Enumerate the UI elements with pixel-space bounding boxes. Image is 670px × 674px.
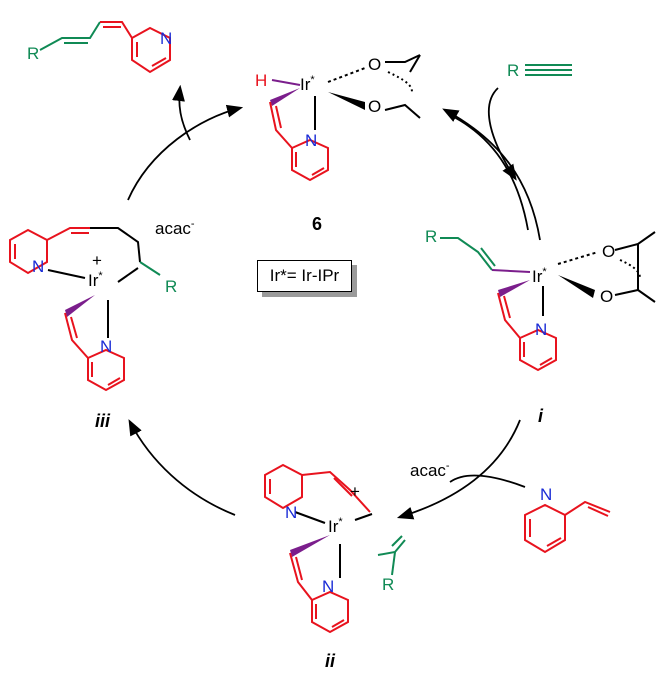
compound-6-O-top: O <box>368 55 382 74</box>
compound-i-structure <box>440 231 656 372</box>
compound-iii-R: R <box>165 277 178 296</box>
alkyne-R-label: R <box>507 61 520 80</box>
arrow-ii-to-iii <box>128 419 236 516</box>
compound-ii-structure <box>264 463 406 634</box>
product-R-chain <box>39 21 101 51</box>
alkyne-reagent <box>525 64 572 76</box>
compound-ii-label: ii <box>325 651 336 671</box>
arrow-alkyne-into-6i <box>487 87 517 181</box>
pyridine-iii-top <box>9 228 48 275</box>
compound-iii-charge: + <box>92 251 102 270</box>
compound-ii-charge: + <box>350 482 360 501</box>
compound-ii-R: R <box>382 575 395 594</box>
pyridine-ii-top <box>264 463 303 510</box>
compound-iii-label: iii <box>95 411 111 431</box>
pyridine-6 <box>291 138 329 182</box>
catalyst-definition-box: Ir*= Ir-IPr <box>257 260 352 292</box>
compound-ii-N-top: N <box>285 503 298 522</box>
arrow-vinylpyridine-in <box>449 474 526 488</box>
product-diene-red <box>100 21 133 39</box>
compound-iii-N-bottom: N <box>100 337 113 356</box>
compound-i-label: i <box>538 406 544 426</box>
compound-iii-structure <box>9 227 161 392</box>
arrow-i-to-ii <box>396 419 521 520</box>
compound-6-metal: Ir* <box>300 74 315 94</box>
product-pyridine-ring <box>131 26 171 74</box>
pyridine-i <box>519 328 557 372</box>
compound-6-label: 6 <box>312 214 323 234</box>
compound-ii-N-bottom: N <box>322 577 335 596</box>
vinyl-wedge <box>270 88 300 106</box>
compound-6-N: N <box>305 131 318 150</box>
arrow-iii-to-6 <box>127 104 244 201</box>
vinylpyridine-reagent <box>524 500 611 554</box>
hydride-bond <box>271 79 301 86</box>
compound-i-O-top: O <box>602 242 616 261</box>
compound-i-N: N <box>535 320 548 339</box>
compound-6-hydride: H <box>255 71 268 90</box>
product-N-label: N <box>160 29 173 48</box>
compound-ii-metal: Ir* <box>328 516 343 536</box>
compound-iii-metal: Ir* <box>88 270 103 290</box>
product-structure <box>39 21 171 74</box>
compound-i-metal: Ir* <box>532 266 547 286</box>
compound-iii-counterion: acac- <box>155 218 195 238</box>
compound-ii-counterion: acac- <box>410 460 450 480</box>
product-R-label: R <box>27 44 40 63</box>
compound-iii-N-top: N <box>32 257 45 276</box>
arrow-iii-to-product <box>172 84 191 141</box>
cycle-arrows <box>127 84 541 520</box>
compound-i-O-bottom: O <box>600 287 614 306</box>
compound-6-O-bottom: O <box>368 97 382 116</box>
vinylpyridine-N: N <box>540 485 553 504</box>
catalyst-definition-text: Ir*= Ir-IPr <box>269 266 340 285</box>
compound-i-R: R <box>425 227 438 246</box>
compound-6-structure <box>269 54 421 182</box>
pyridine-iii-bottom <box>87 348 125 392</box>
pyridine-ii-bottom <box>311 590 349 634</box>
